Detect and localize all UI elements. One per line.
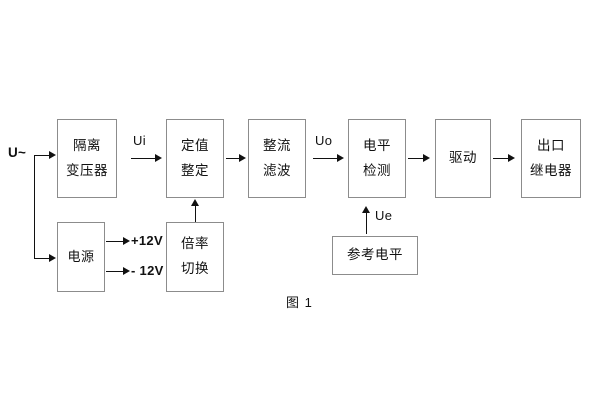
block-reference-level-line-1: 参考电平: [347, 247, 403, 263]
signal-label-uo: Uo: [315, 133, 333, 148]
setting-to-rectify-line: [226, 158, 241, 159]
rectify-to-level-arrowhead: [337, 154, 344, 162]
block-isolation-transformer-line-2: 变压器: [66, 162, 108, 178]
block-rectify-filter: 整流 滤波: [248, 119, 306, 198]
block-setting-adjust-line-2: 整定: [181, 162, 209, 178]
block-isolation-transformer: 隔离 变压器: [57, 119, 117, 198]
source-to-power-arrowhead: [49, 254, 56, 262]
reference-to-level-arrowhead: [362, 206, 370, 213]
source-trunk-line: [34, 155, 35, 258]
drive-to-relay-line: [493, 158, 510, 159]
transformer-to-setting-arrowhead: [155, 154, 162, 162]
block-multiplier-switch: 倍率 切换: [166, 222, 224, 292]
level-to-drive-line: [408, 158, 425, 159]
setting-to-rectify-arrowhead: [239, 154, 246, 162]
block-output-relay: 出口 继电器: [521, 119, 581, 198]
block-rectify-filter-line-2: 滤波: [263, 162, 291, 178]
source-to-transformer-arrowhead: [49, 151, 56, 159]
source-to-power-line: [34, 258, 50, 259]
block-rectify-filter-line-1: 整流: [263, 137, 291, 153]
block-setting-adjust-line-1: 定值: [181, 137, 209, 153]
block-multiplier-switch-line-1: 倍率: [181, 236, 209, 252]
source-to-transformer-line: [34, 155, 50, 156]
reference-to-level-line: [366, 212, 367, 234]
block-isolation-transformer-line-1: 隔离: [73, 137, 101, 153]
block-multiplier-switch-line-2: 切换: [181, 261, 209, 276]
multiplier-to-setting-line: [195, 205, 196, 222]
level-to-drive-arrowhead: [423, 154, 430, 162]
block-drive: 驱动: [435, 119, 491, 198]
block-reference-level: 参考电平: [332, 236, 418, 275]
figure-caption: 图 1: [286, 295, 313, 310]
rail-negative-label: - 12V: [131, 263, 164, 278]
block-drive-line-1: 驱动: [449, 150, 477, 166]
block-level-detect-line-1: 电平: [363, 137, 391, 153]
rail-negative-arrowhead: [123, 267, 130, 275]
rectify-to-level-line: [313, 158, 338, 159]
multiplier-to-setting-arrowhead: [191, 199, 199, 206]
rail-positive-label: +12V: [131, 233, 163, 248]
block-power-supply-line-1: 电源: [67, 248, 95, 264]
drive-to-relay-arrowhead: [508, 154, 515, 162]
block-level-detect: 电平 检测: [348, 119, 406, 198]
signal-label-ue: Ue: [375, 208, 393, 223]
rail-positive-arrowhead: [123, 237, 130, 245]
rail-positive-line: [106, 241, 125, 242]
transformer-to-setting-line: [131, 158, 156, 159]
block-power-supply: 电源: [57, 222, 105, 292]
block-output-relay-line-2: 继电器: [530, 162, 572, 178]
block-setting-adjust: 定值 整定: [166, 119, 224, 198]
signal-label-ui: Ui: [133, 133, 146, 148]
block-output-relay-line-1: 出口: [537, 137, 565, 153]
source-label-u: U~: [8, 145, 27, 160]
block-level-detect-line-2: 检测: [363, 162, 391, 178]
rail-negative-line: [106, 271, 125, 272]
